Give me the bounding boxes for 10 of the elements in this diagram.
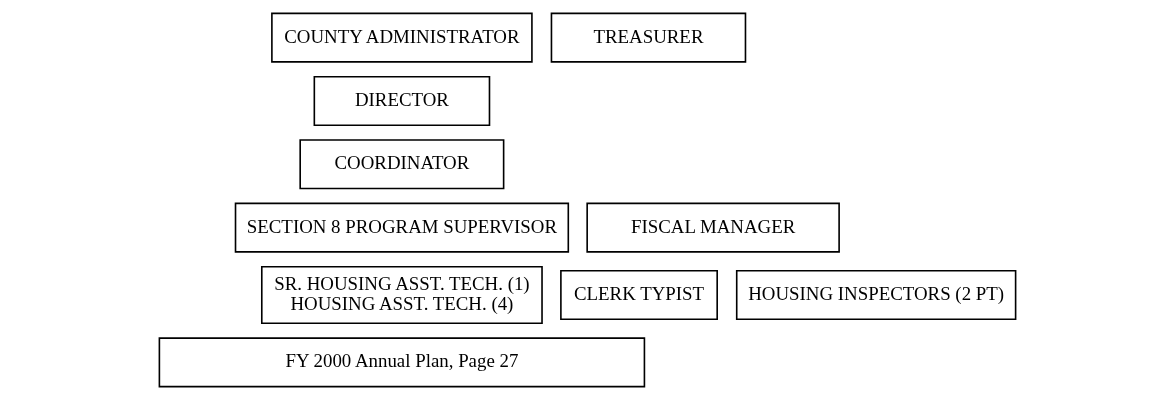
node-box: COORDINATOR xyxy=(299,139,505,190)
node-box: DIRECTOR xyxy=(313,75,491,127)
node-box: SECTION 8 PROGRAM SUPERVISOR xyxy=(234,202,570,253)
node-box: FISCAL MANAGER xyxy=(586,202,840,253)
node-box: TREASURER xyxy=(550,12,747,63)
node-box: HOUSING INSPECTORS (2 PT) xyxy=(735,269,1017,321)
node-box: COUNTY ADMINISTRATOR xyxy=(271,12,533,63)
node-box: CLERK TYPIST xyxy=(560,269,718,321)
node-box: SR. HOUSING ASST. TECH. (1) HOUSING ASST. TECH. (4) xyxy=(261,265,543,325)
node-box: FY 2000 Annual Plan, Page 27 xyxy=(158,337,646,388)
